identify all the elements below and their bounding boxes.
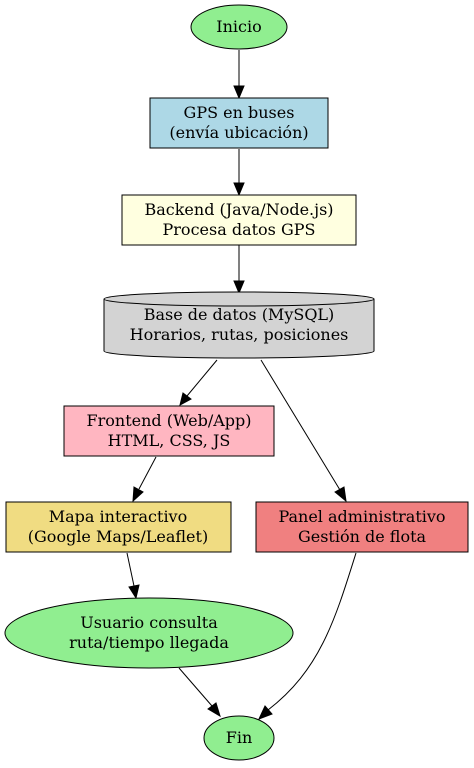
node-user: Usuario consulta ruta/tiempo llegada — [4, 597, 294, 669]
node-backend: Backend (Java/Node.js) Procesa datos GPS — [121, 194, 357, 246]
node-user-shape — [4, 597, 294, 669]
edge-admin-fin — [267, 552, 357, 711]
node-fin-label: Fin — [226, 728, 253, 747]
node-frontend-shape — [63, 405, 275, 457]
edge-database-frontend — [186, 359, 218, 397]
node-frontend-label-2: HTML, CSS, JS — [108, 431, 231, 450]
arrow-gps-backend — [233, 182, 245, 197]
node-inicio-label: Inicio — [216, 17, 261, 36]
node-user-label-1: Usuario consulta — [80, 613, 218, 632]
node-admin-shape — [255, 501, 469, 553]
edge-user-fin — [178, 667, 213, 707]
node-gps-label-1: GPS en buses — [184, 103, 295, 122]
arrow-frontend-map — [132, 486, 144, 503]
node-database-label-2: Horarios, rutas, posiciones — [130, 325, 349, 344]
node-frontend: Frontend (Web/App) HTML, CSS, JS — [63, 405, 275, 457]
node-backend-label-1: Backend (Java/Node.js) — [144, 200, 333, 219]
node-backend-label-2: Procesa datos GPS — [163, 220, 316, 239]
node-map-label-1: Mapa interactivo — [49, 507, 187, 526]
node-admin-label-1: Panel administrativo — [278, 507, 445, 526]
arrow-admin-fin — [258, 705, 273, 720]
node-database-top-rim — [103, 298, 375, 307]
node-frontend-label-1: Frontend (Web/App) — [87, 411, 252, 430]
node-fin-shape — [203, 715, 275, 761]
node-gps: GPS en buses (envía ubicación) — [149, 97, 329, 149]
node-database-label-1: Base de datos (MySQL) — [144, 305, 335, 324]
node-gps-shape — [149, 97, 329, 149]
node-user-label-2: ruta/tiempo llegada — [69, 633, 229, 652]
arrow-inicio-gps — [233, 85, 245, 100]
arrow-user-fin — [207, 702, 221, 718]
node-map-shape — [5, 501, 232, 553]
node-admin-label-2: Gestión de flota — [298, 527, 427, 546]
node-inicio: Inicio — [190, 4, 288, 50]
edges — [126, 50, 357, 720]
arrow-database-admin — [334, 486, 347, 503]
edge-database-admin — [260, 359, 341, 491]
edge-map-user — [126, 552, 135, 587]
arrow-map-user — [128, 584, 140, 600]
node-map: Mapa interactivo (Google Maps/Leaflet) — [5, 501, 232, 553]
edge-frontend-map — [138, 456, 157, 490]
arrow-backend-database — [233, 280, 245, 295]
node-map-label-2: (Google Maps/Leaflet) — [28, 527, 208, 546]
node-inicio-shape — [190, 4, 288, 50]
node-backend-shape — [121, 194, 357, 246]
node-fin: Fin — [203, 715, 275, 761]
node-database-shape — [103, 291, 375, 359]
arrow-database-frontend — [179, 392, 192, 406]
node-gps-label-2: (envía ubicación) — [169, 123, 308, 142]
node-admin: Panel administrativo Gestión de flota — [255, 501, 469, 553]
node-database: Base de datos (MySQL) Horarios, rutas, p… — [103, 291, 375, 359]
